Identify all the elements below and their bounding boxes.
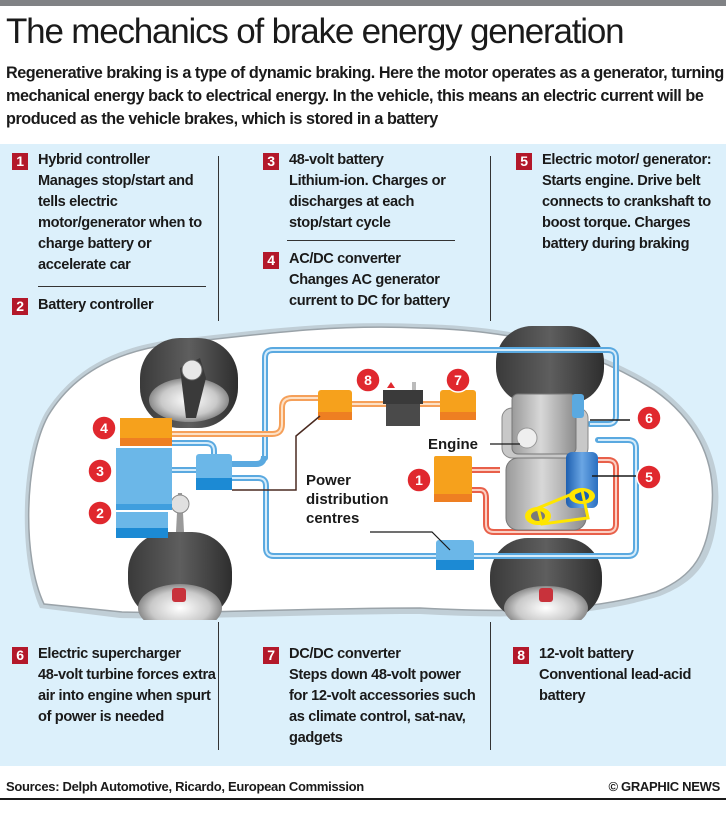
entry-number-badge: 8 — [513, 647, 529, 664]
entry-body: Conventional lead-acid battery — [539, 667, 692, 704]
entry-body: Changes AC generator current to DC for b… — [289, 272, 450, 309]
entry-body: 48-volt turbine forces extra air into en… — [38, 667, 216, 725]
svg-text:4: 4 — [100, 420, 108, 436]
entry-electric-supercharger: 6 Electric supercharger 48-volt turbine f… — [12, 644, 217, 728]
marker-1: 1 — [406, 467, 432, 493]
entry-heading: Hybrid controller — [38, 152, 150, 168]
48v-battery-box — [116, 448, 172, 510]
rear-right-wheel — [490, 538, 602, 620]
entry-number-badge: 7 — [263, 647, 279, 664]
entry-number-badge: 2 — [12, 298, 28, 315]
front-left-wheel — [140, 338, 238, 428]
entry-number-badge: 1 — [12, 153, 28, 170]
entry-number-badge: 3 — [263, 153, 279, 170]
divider-entry-3-4 — [287, 240, 455, 241]
label-distribution: distribution — [306, 491, 389, 508]
svg-text:7: 7 — [454, 372, 462, 388]
acdc-converter-center-box — [318, 390, 352, 420]
svg-text:3: 3 — [96, 463, 104, 479]
entry-heading: Battery controller — [38, 297, 154, 313]
entry-heading: Electric motor/ generator: — [542, 152, 712, 168]
entry-body: Manages stop/start and tells electric mo… — [38, 173, 202, 273]
entry-battery-controller: 2 Battery controller — [12, 295, 212, 316]
marker-2: 2 — [87, 500, 113, 526]
power-distribution-box-bottom — [436, 540, 474, 570]
marker-5: 5 — [636, 464, 662, 490]
copyright-text: © GRAPHIC NEWS — [608, 779, 720, 794]
divider-top-left — [218, 156, 219, 321]
sources-text: Sources: Delph Automotive, Ricardo, Euro… — [6, 779, 364, 794]
battery-controller-box — [116, 512, 168, 538]
marker-4: 4 — [91, 415, 117, 441]
entry-heading: 48-volt battery — [289, 152, 384, 168]
svg-text:8: 8 — [364, 372, 372, 388]
entry-number-badge: 6 — [12, 647, 28, 664]
power-distribution-box-left — [196, 454, 232, 490]
divider-bottom-left — [218, 622, 219, 750]
entry-number-badge: 5 — [516, 153, 532, 170]
entry-heading: Electric supercharger — [38, 646, 181, 662]
hybrid-controller-box — [434, 456, 472, 502]
label-power: Power — [306, 472, 351, 489]
svg-text:5: 5 — [645, 469, 653, 485]
entry-electric-motor-generator: 5 Electric motor/ generator: Starts engi… — [516, 150, 716, 255]
entry-heading: DC/DC converter — [289, 646, 401, 662]
page-title: The mechanics of brake energy generation — [6, 12, 625, 51]
car-diagram: Engine Power distribution centres 1 2 3 … — [24, 323, 719, 620]
svg-text:6: 6 — [645, 410, 653, 426]
front-right-wheel — [128, 493, 232, 620]
svg-text:2: 2 — [96, 505, 104, 521]
entry-number-badge: 4 — [263, 252, 279, 269]
leader-power-dist — [232, 415, 321, 491]
label-centres: centres — [306, 510, 359, 527]
label-engine: Engine — [428, 436, 478, 453]
marker-8: 8 — [355, 367, 381, 393]
entry-body: Starts engine. Drive belt connects to cr… — [542, 173, 711, 252]
divider-bottom-right — [490, 622, 491, 750]
intro-text: Regenerative braking is a type of dynami… — [6, 64, 724, 128]
entry-heading: AC/DC converter — [289, 251, 401, 267]
entry-heading: 12-volt battery — [539, 646, 634, 662]
marker-6: 6 — [636, 405, 662, 431]
svg-text:1: 1 — [415, 472, 423, 488]
footer-rule — [0, 798, 726, 800]
rear-left-wheel — [496, 326, 604, 404]
acdc-converter-box — [120, 418, 172, 446]
leader-power-dist-bottom — [370, 531, 451, 551]
top-bar — [0, 0, 726, 6]
divider-entry-1-2 — [38, 286, 206, 287]
entry-body: Steps down 48-volt power for 12-volt acc… — [289, 667, 476, 746]
entry-body: Lithium-ion. Charges or discharges at ea… — [289, 173, 446, 231]
electric-supercharger — [572, 394, 584, 418]
marker-7: 7 — [445, 367, 471, 393]
12v-battery — [383, 382, 423, 426]
electric-motor-generator — [536, 452, 598, 526]
marker-3: 3 — [87, 458, 113, 484]
dcdc-converter-box — [440, 390, 476, 420]
divider-top-right — [490, 156, 491, 321]
